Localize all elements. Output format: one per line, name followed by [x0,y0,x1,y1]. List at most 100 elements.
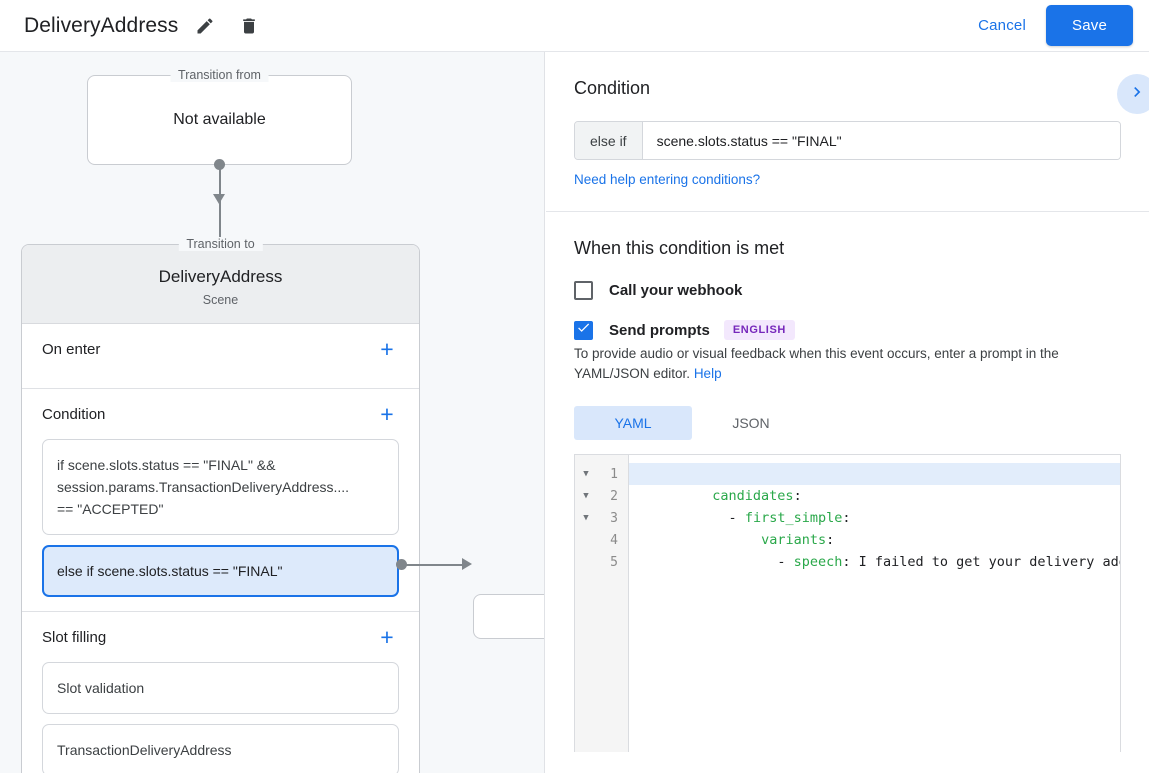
scene-type: Scene [202,293,239,307]
prompts-hint-text: To provide audio or visual feedback when… [574,346,1059,381]
section-condition: Condition + if scene.slots.status == "FI… [22,389,419,612]
condition-line: else if scene.slots.status == "FINAL" [57,563,283,579]
editor-gutter: ▼ 1 ▼ 2 ▼ 3 4 5 [575,455,629,752]
transition-from-legend: Transition from [170,68,269,82]
connector-arrow-right [462,558,472,570]
send-prompts-checkbox[interactable] [574,320,593,340]
gutter-line: ▼ 1 [575,463,628,485]
checkmark-icon [576,320,591,340]
delete-button[interactable] [232,9,266,43]
section-header: Condition + [42,389,399,439]
webhook-row[interactable]: Call your webhook [574,281,1121,300]
section-on-enter: On enter + [22,324,419,389]
code-value: I failed to get your delivery address [858,554,1120,570]
when-met-heading: When this condition is met [574,238,785,258]
connector-line-vertical [219,164,221,246]
pencil-icon [195,16,215,36]
condition-help-link[interactable]: Need help entering conditions? [574,172,761,187]
code-key: candidates [712,488,794,504]
send-prompts-row[interactable]: Send prompts ENGLISH [574,320,1121,340]
condition-item-selected[interactable]: else if scene.slots.status == "FINAL" [42,545,399,597]
add-condition-button[interactable]: + [380,400,394,427]
code-line: - speech: I failed to get your delivery … [629,529,1120,570]
fold-toggle-icon[interactable]: ▼ [583,513,589,523]
code-line: - first_simple: [629,485,1120,526]
send-prompts-label: Send prompts [609,321,710,339]
top-app-bar: DeliveryAddress Cancel Save [0,0,1149,52]
editor-code-area[interactable]: candidates: - first_simple: variants: - … [629,455,1120,752]
code-key: variants [761,532,827,548]
code-key: speech [793,554,843,570]
line-number: 1 [610,466,618,482]
prompts-help-link[interactable]: Help [693,366,722,381]
slot-item[interactable]: TransactionDeliveryAddress [42,724,399,773]
call-webhook-checkbox[interactable] [574,281,593,300]
add-on-enter-button[interactable]: + [380,335,394,362]
tab-json[interactable]: JSON [732,415,770,431]
condition-detail-panel: Condition else if Need help entering con… [546,52,1149,773]
line-number: 3 [610,510,618,526]
prompts-hint: To provide audio or visual feedback when… [574,344,1121,384]
cancel-button[interactable]: Cancel [968,9,1036,42]
code-dash: - [728,510,745,526]
chevron-right-icon [1127,82,1147,107]
transition-from-node[interactable]: Transition from Not available [87,68,352,165]
target-node-partial[interactable] [473,594,544,639]
section-slot-filling: Slot filling + Slot validation Transacti… [22,612,419,773]
fold-toggle-icon[interactable]: ▼ [583,491,589,501]
section-title-slot-filling: Slot filling [42,628,107,646]
transition-to-node: Transition to DeliveryAddress Scene On e… [21,237,420,773]
code-line: variants: [629,507,1120,548]
save-button[interactable]: Save [1046,5,1133,46]
condition-item[interactable]: if scene.slots.status == "FINAL" && sess… [42,439,399,535]
line-number: 2 [610,488,618,504]
scene-name: DeliveryAddress [158,267,283,286]
language-badge: ENGLISH [723,320,795,340]
code-key: first_simple [744,510,843,526]
code-punct: : [826,532,835,548]
expand-panel-button[interactable] [1117,74,1149,114]
condition-input[interactable] [642,122,1120,159]
section-title-on-enter: On enter [42,340,101,358]
page-title: DeliveryAddress [24,13,179,37]
gutter-line: 4 [575,529,628,551]
condition-section: Condition else if Need help entering con… [546,52,1149,212]
connector-arrow-down [213,194,225,204]
code-punct: : [842,510,851,526]
section-title-condition: Condition [42,405,106,423]
connector-line-horizontal [402,564,464,566]
code-indent [712,554,777,570]
condition-prefix: else if [575,122,643,159]
code-punct: : [793,488,802,504]
condition-line: == "ACCEPTED" [57,501,164,517]
gutter-line: ▼ 3 [575,507,628,529]
code-dash: - [777,554,794,570]
section-header: On enter + [42,324,399,374]
add-slot-filling-button[interactable]: + [380,623,394,650]
edit-name-button[interactable] [188,9,222,43]
condition-heading: Condition [574,78,651,98]
line-number: 4 [610,532,618,548]
gutter-line: ▼ 2 [575,485,628,507]
gutter-line: 5 [575,551,628,573]
when-condition-met-section: When this condition is met Call your web… [546,212,1149,752]
code-indent [712,532,761,548]
call-webhook-label: Call your webhook [609,282,743,299]
code-line: candidates: [629,463,1120,504]
condition-line: if scene.slots.status == "FINAL" && [57,457,276,473]
tab-yaml[interactable]: YAML [574,406,692,440]
yaml-editor[interactable]: ▼ 1 ▼ 2 ▼ 3 4 5 [574,454,1121,752]
condition-field[interactable]: else if [574,121,1121,160]
condition-line: session.params.TransactionDeliveryAddres… [57,479,350,495]
fold-toggle-icon[interactable]: ▼ [583,469,589,479]
code-punct: : [842,554,851,570]
trash-icon [239,16,259,36]
section-header: Slot filling + [42,612,399,662]
transition-to-legend: Transition to [178,237,263,251]
scene-node-header[interactable]: DeliveryAddress Scene [22,245,419,324]
code-indent [712,510,728,526]
editor-format-tabs: YAML JSON [574,406,1121,440]
connector-condition-dot [396,559,407,570]
transition-graph-panel: Transition from Not available Transition… [0,52,545,773]
slot-validation-item[interactable]: Slot validation [42,662,399,714]
